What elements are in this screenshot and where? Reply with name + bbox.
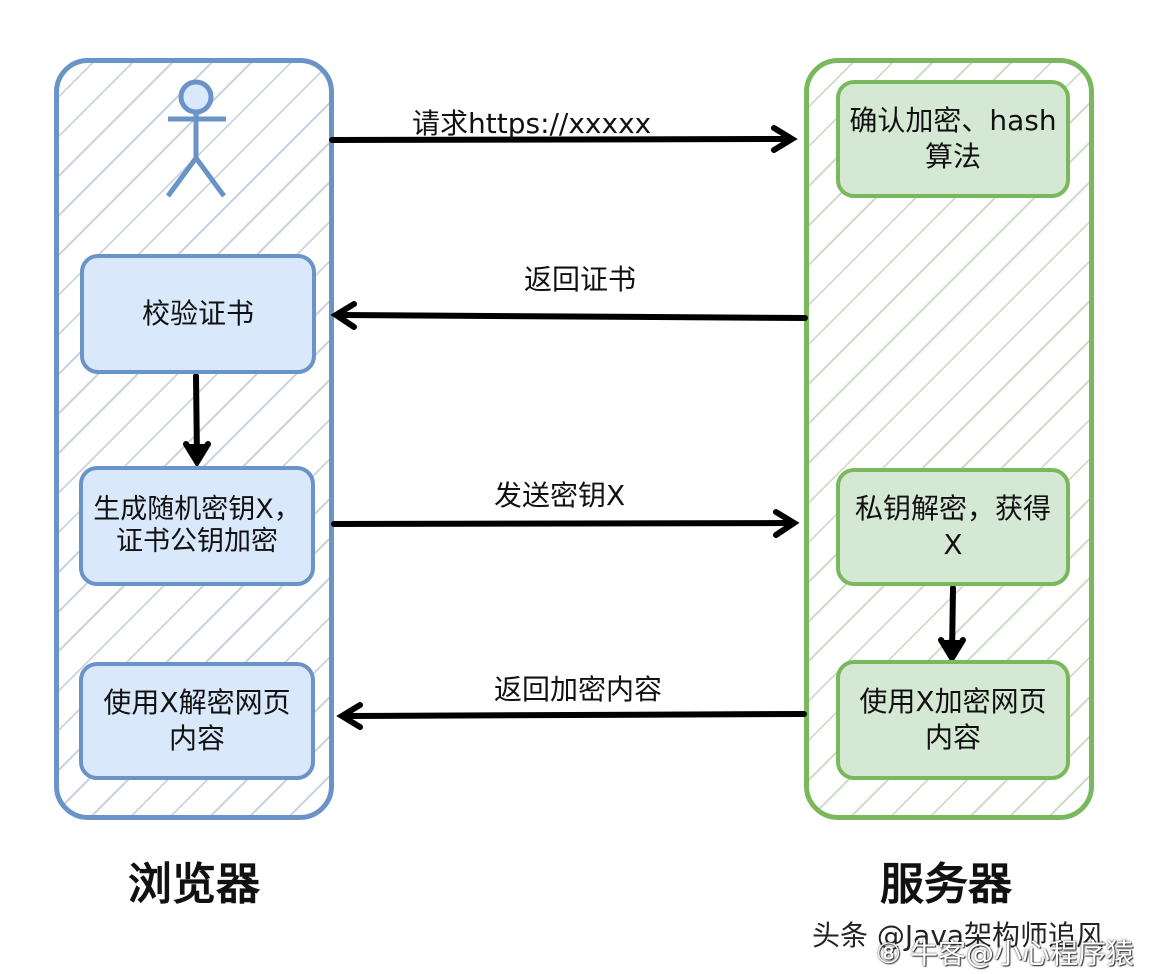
watermark-nowcoder: ⑧ 牛客@小心程序猿 [876,937,1135,970]
message-label-send-key: 发送密钥X [494,479,626,512]
message-label-return-cert: 返回证书 [524,263,637,296]
step-private-key-decrypt: 私钥解密，获得X [836,468,1070,586]
step-text: 使用X加密网页内容 [859,684,1047,754]
step-text: 使用X解密网页内容 [103,685,291,755]
arrow-return-content [341,711,807,719]
step-text: 确认加密、hash算法 [849,103,1057,173]
step-generate-key: 生成随机密钥X，证书公钥加密 [79,466,315,586]
step-verify-certificate: 校验证书 [80,254,316,374]
step-encrypt-page: 使用X加密网页内容 [836,660,1070,780]
arrowhead-return-content [336,702,363,730]
step-confirm-algorithms: 确认加密、hash算法 [836,80,1070,198]
server-lane-title: 服务器 [880,859,1012,910]
arrowhead-decrypt-to-encrypt [938,637,966,664]
stick-figure-user-icon [165,79,227,198]
step-decrypt-page: 使用X解密网页内容 [79,662,315,780]
step-text: 生成随机密钥X，证书公钥加密 [93,493,301,557]
arrow-request-https [329,136,793,143]
arrow-return-cert [335,312,808,321]
arrowhead-send-key [773,509,800,538]
step-text: 校验证书 [141,296,254,330]
message-label-return-content: 返回加密内容 [494,673,663,706]
message-label-request: 请求https://xxxxx [412,107,652,140]
browser-lane-title: 浏览器 [128,859,260,910]
arrowhead-request-https [771,125,798,153]
arrowhead-return-cert [330,301,357,330]
arrow-send-key [331,520,795,527]
arrowhead-verify-to-generate [183,441,211,468]
watermark-toutiao: 头条 @Java架构师追风 [812,919,1105,952]
step-text: 私钥解密，获得X [854,491,1051,561]
